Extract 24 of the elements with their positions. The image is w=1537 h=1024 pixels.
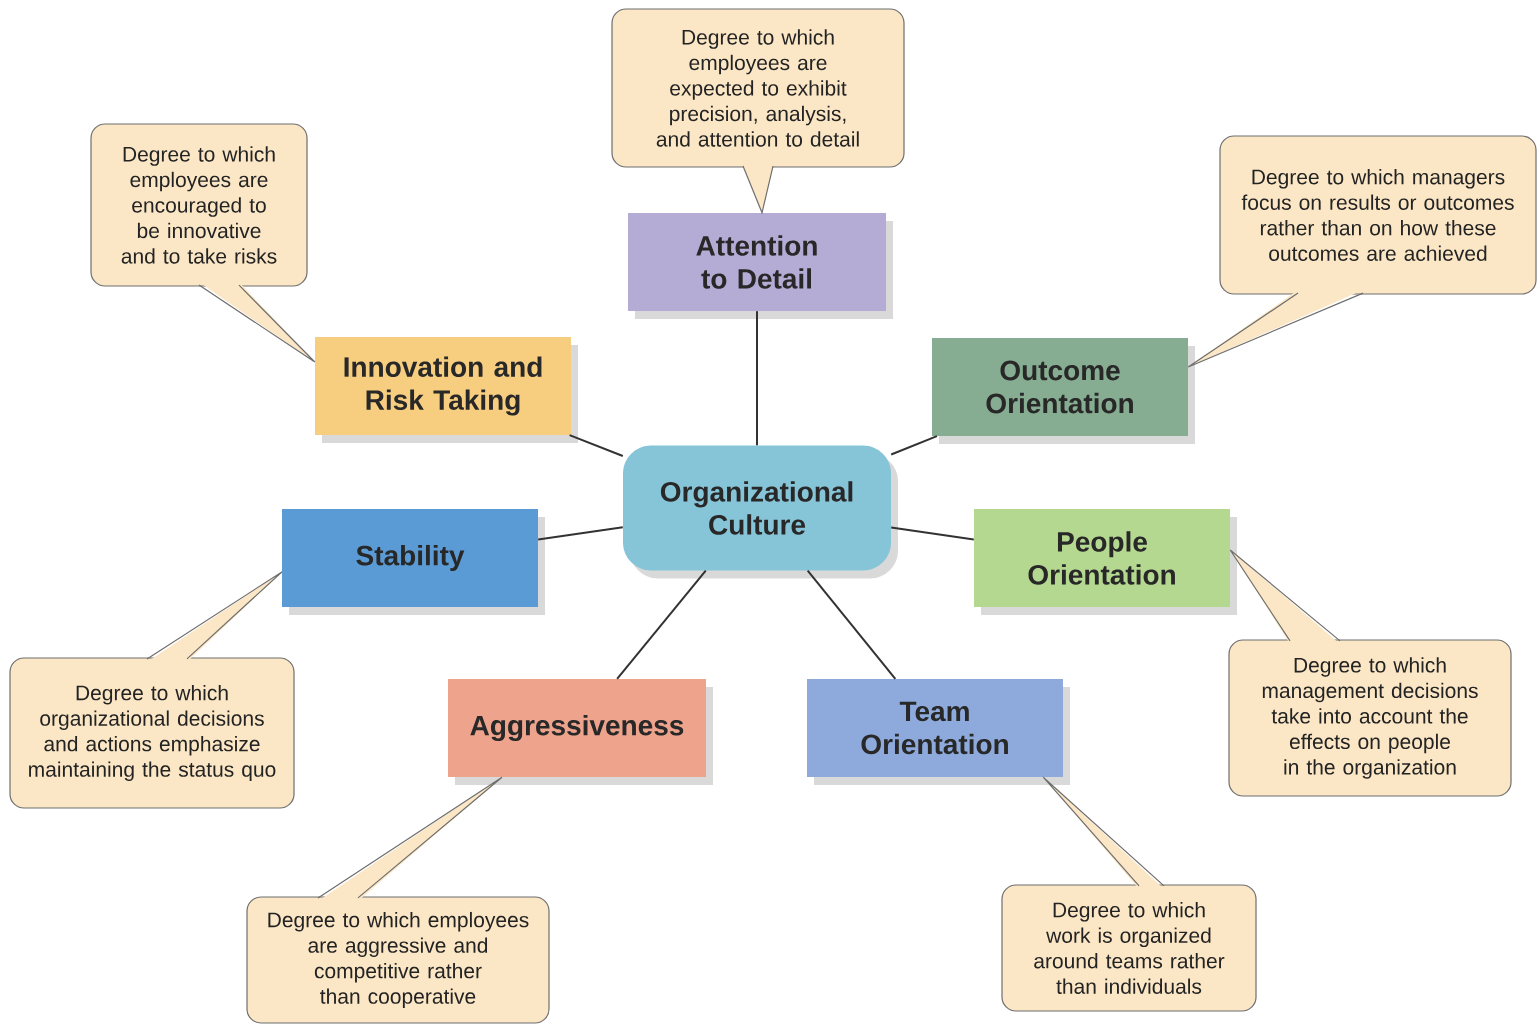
callout-pointer <box>198 282 316 363</box>
connector-line <box>806 569 897 680</box>
callout-pointer <box>1229 549 1341 644</box>
dimension-box: People Orientation <box>974 509 1237 615</box>
callout-pointer <box>146 571 283 662</box>
dimension-box: Attention to Detail <box>628 213 893 319</box>
connector-line <box>890 435 938 456</box>
dimension-box: Outcome Orientation <box>932 338 1195 444</box>
connector-line <box>537 526 624 541</box>
callout-pointer <box>1042 776 1165 889</box>
dimension-box: Team Orientation <box>807 679 1070 785</box>
connector-line <box>616 569 707 680</box>
dimension-box: Stability <box>282 509 545 615</box>
callout-bubble: Degree to which employees are expected to exhibit precision, analysis, and attention to detail <box>611 8 905 168</box>
callout-pointer <box>1187 290 1364 368</box>
callout-bubble: Degree to which employees are aggressive and competitive rather than cooperative <box>246 896 550 1024</box>
connector-line <box>890 526 975 541</box>
dimension-box: Aggressiveness <box>448 679 713 785</box>
connector-line <box>756 310 758 447</box>
connector-line <box>568 434 624 457</box>
callout-pointer <box>317 776 503 901</box>
hub-box: Organizational Culture <box>623 445 898 579</box>
dimension-box: Innovation and Risk Taking <box>315 337 578 443</box>
callout-pointer <box>742 165 774 215</box>
